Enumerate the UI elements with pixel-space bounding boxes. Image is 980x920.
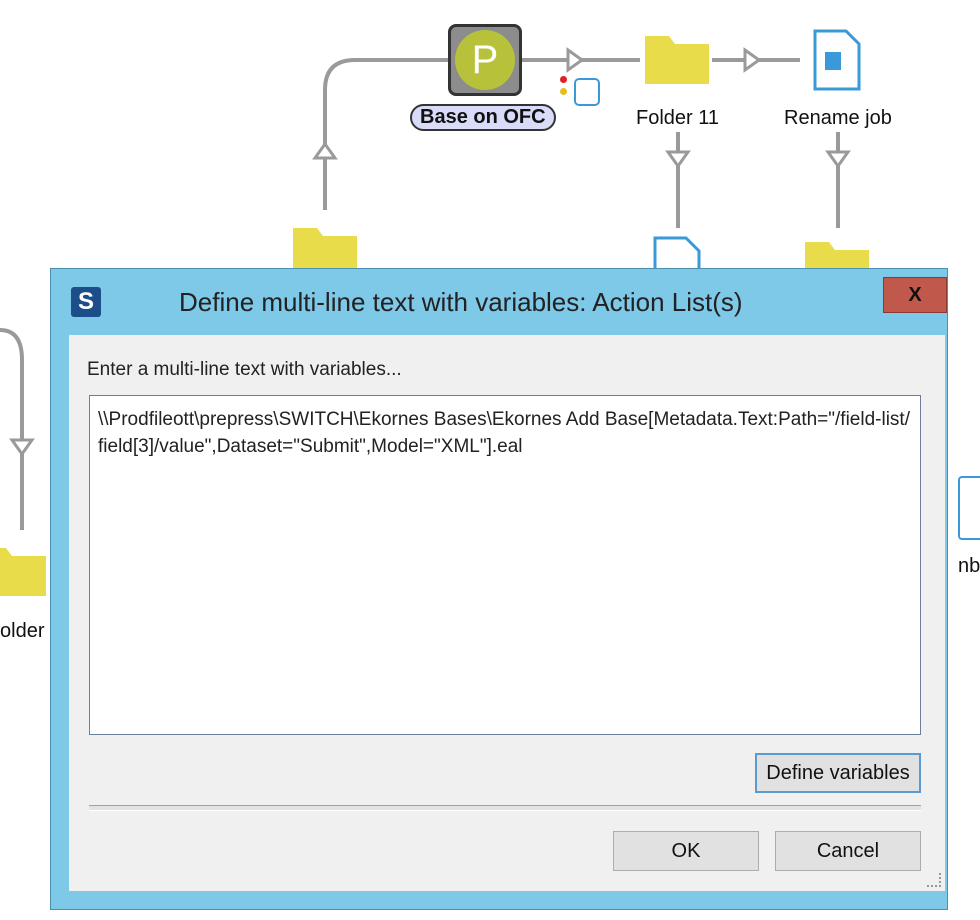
ok-button[interactable]: OK [613,831,759,871]
folder-icon[interactable] [293,228,357,276]
define-variables-button[interactable]: Define variables [755,753,921,793]
cancel-button[interactable]: Cancel [775,831,921,871]
flow-node-base-on-ofc[interactable]: P [448,24,522,96]
rename-job-icon[interactable] [812,28,862,92]
pitstop-icon: P [455,30,515,90]
node-label-folder-11[interactable]: Folder 11 [636,107,720,129]
drive-icon [574,78,600,106]
node-label-folder[interactable]: older [0,620,45,642]
dialog-content: Enter a multi-line text with variables..… [69,335,945,891]
close-button[interactable]: X [883,277,947,313]
dialog-title: Define multi-line text with variables: A… [179,287,743,317]
switch-app-icon: S [71,287,101,317]
node-label-rename-job[interactable]: Rename job [784,107,892,129]
folder-icon[interactable] [0,548,46,596]
node-label-partial[interactable]: nb [958,555,980,577]
folder-icon[interactable] [645,36,709,84]
define-text-dialog: S Define multi-line text with variables:… [50,268,948,910]
partial-node-icon[interactable] [958,476,980,540]
prompt-label: Enter a multi-line text with variables..… [87,359,402,380]
multiline-text-input[interactable]: \\Prodfileott\prepress\SWITCH\Ekornes Ba… [89,395,921,735]
divider [89,805,921,811]
resize-grip[interactable] [927,873,941,887]
node-label-base-on-ofc[interactable]: Base on OFC [410,104,556,131]
status-dots-icon [560,76,568,95]
